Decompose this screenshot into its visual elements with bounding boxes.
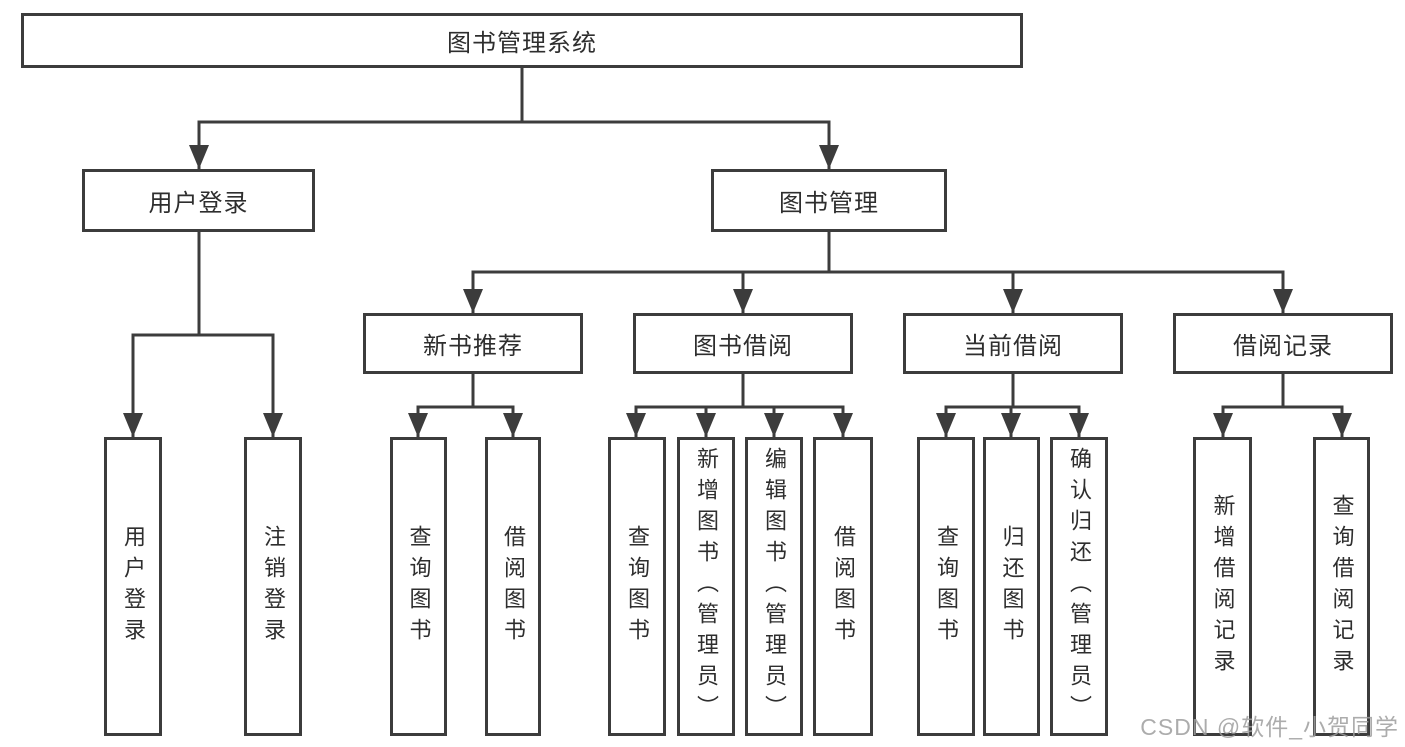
leaf-query-books-3-label: 查询图书 — [934, 524, 959, 649]
leaf-query-books-2-label: 查询图书 — [625, 524, 650, 649]
node-borrow-records: 借阅记录 — [1173, 313, 1393, 374]
leaf-query-books-1-label: 查询图书 — [406, 524, 432, 649]
node-new-book-recommend-label: 新书推荐 — [423, 333, 523, 360]
leaf-user-login-label: 用户登录 — [121, 524, 146, 649]
leaf-add-borrow-record: 新增借阅记录 — [1193, 437, 1252, 736]
node-current-borrow: 当前借阅 — [903, 313, 1123, 374]
leaf-query-borrow-record: 查询借阅记录 — [1313, 437, 1370, 736]
node-user-login-label: 用户登录 — [148, 190, 249, 217]
leaf-return-books: 归还图书 — [983, 437, 1040, 736]
node-user-login: 用户登录 — [82, 169, 315, 232]
node-book-borrow-label: 图书借阅 — [693, 333, 793, 360]
leaf-query-books-3: 查询图书 — [917, 437, 975, 736]
leaf-borrow-books-2-label: 借阅图书 — [831, 524, 856, 649]
leaf-logout-label: 注销登录 — [261, 524, 286, 649]
node-root: 图书管理系统 — [21, 13, 1023, 68]
node-book-borrow: 图书借阅 — [633, 313, 853, 374]
leaf-logout: 注销登录 — [244, 437, 302, 736]
leaf-return-books-label: 归还图书 — [999, 524, 1025, 649]
node-root-label: 图书管理系统 — [447, 30, 597, 57]
leaf-borrow-books-1: 借阅图书 — [485, 437, 541, 736]
leaf-borrow-books-2: 借阅图书 — [813, 437, 873, 736]
leaf-query-books-2: 查询图书 — [608, 437, 666, 736]
watermark-text: CSDN @软件_小贺同学 — [1140, 714, 1399, 740]
node-book-management: 图书管理 — [711, 169, 947, 232]
leaf-add-books-admin: 新增图书（管理员） — [677, 437, 735, 736]
leaf-query-books-1: 查询图书 — [390, 437, 447, 736]
leaf-add-books-admin-label: 新增图书（管理员） — [694, 447, 719, 726]
leaf-query-borrow-record-label: 查询借阅记录 — [1329, 493, 1355, 680]
leaf-add-borrow-record-label: 新增借阅记录 — [1210, 493, 1236, 680]
leaf-edit-books-admin: 编辑图书（管理员） — [745, 437, 803, 736]
node-new-book-recommend: 新书推荐 — [363, 313, 583, 374]
node-book-management-label: 图书管理 — [779, 190, 879, 217]
leaf-user-login: 用户登录 — [104, 437, 162, 736]
node-borrow-records-label: 借阅记录 — [1233, 333, 1333, 360]
node-current-borrow-label: 当前借阅 — [963, 333, 1063, 360]
leaf-confirm-return-admin: 确认归还（管理员） — [1050, 437, 1108, 736]
leaf-borrow-books-1-label: 借阅图书 — [501, 524, 526, 649]
leaf-confirm-return-admin-label: 确认归还（管理员） — [1067, 447, 1092, 726]
leaf-edit-books-admin-label: 编辑图书（管理员） — [762, 447, 787, 726]
